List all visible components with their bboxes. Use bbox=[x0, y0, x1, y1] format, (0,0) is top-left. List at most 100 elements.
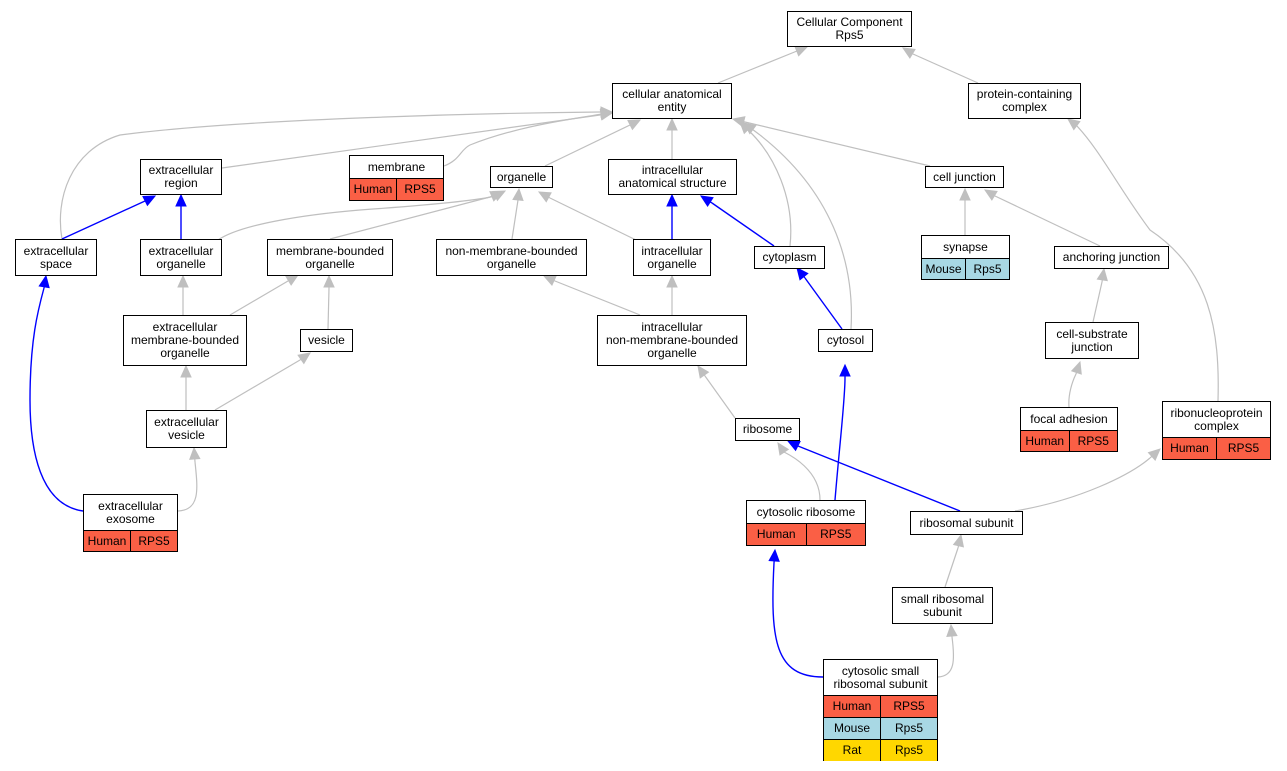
node-organelle[interactable]: organelle bbox=[490, 166, 553, 188]
edge-exves-vesicle-tail bbox=[299, 358, 302, 361]
edge-vesicle-mbo-arrowhead bbox=[323, 274, 335, 288]
node-extracellular-organelle[interactable]: extracellular organelle bbox=[140, 239, 222, 276]
edge-organelle-cae bbox=[544, 124, 631, 167]
edge-intorg-organelle-tail bbox=[548, 196, 551, 199]
species-cell: Mouse bbox=[922, 259, 965, 279]
node-ribosome[interactable]: ribosome bbox=[735, 418, 800, 441]
node-membrane[interactable]: membrane bbox=[349, 155, 444, 178]
edge-ribsub-ribosome-arrowhead bbox=[786, 440, 801, 452]
node-small-ribosomal-subunit[interactable]: small ribosomal subunit bbox=[892, 587, 993, 624]
edge-cssu-smallsub-arrowhead bbox=[946, 623, 958, 637]
edge-smallsub-ribsub-arrowhead bbox=[952, 533, 965, 548]
node-label: ribonucleoprotein complex bbox=[1170, 405, 1263, 433]
edge-intnmbo-intorg-arrowhead bbox=[666, 274, 678, 288]
edge-intorg-organelle bbox=[549, 197, 637, 241]
species-cell: Human bbox=[824, 696, 880, 717]
node-vesicle[interactable]: vesicle bbox=[300, 329, 353, 352]
species-cell: Human bbox=[1021, 431, 1069, 451]
edge-cytoplasm-ias-arrowhead bbox=[699, 195, 714, 208]
node-cytosolic-ribosome[interactable]: cytosolic ribosome bbox=[746, 500, 866, 523]
edge-rnp-pcc-arrowhead bbox=[1067, 118, 1081, 131]
node-label: extracellular membrane-bounded organelle bbox=[130, 320, 240, 360]
node-label: focal adhesion bbox=[1030, 411, 1108, 426]
node-cytosolic-small-ribosomal-subunit[interactable]: cytosolic small ribosomal subunit bbox=[823, 659, 938, 695]
edge-exves-vesicle bbox=[214, 359, 301, 411]
node-cellular-anatomical-entity[interactable]: cellular anatomical entity bbox=[612, 83, 732, 119]
node-label: extracellular organelle bbox=[148, 243, 214, 271]
node-cell-substrate-junction[interactable]: cell-substrate junction bbox=[1045, 322, 1139, 359]
edge-ribsub-rnp bbox=[1014, 457, 1151, 512]
node-extracellular-membrane-bounded-organelle[interactable]: extracellular membrane-bounded organelle bbox=[123, 315, 247, 366]
edge-rnp-pcc bbox=[1075, 124, 1219, 402]
species-cell: Mouse bbox=[824, 718, 880, 739]
node-label: cytosolic small ribosomal subunit bbox=[833, 663, 928, 691]
node-cellular-component-root[interactable]: Cellular Component Rps5 bbox=[787, 11, 912, 47]
edge-anchoring-celljunction bbox=[994, 195, 1101, 247]
node-label: cell junction bbox=[933, 169, 996, 184]
species-cell: Human bbox=[350, 179, 396, 200]
edge-ribsub-rnp-tail bbox=[1149, 455, 1153, 459]
edge-smallsub-ribsub bbox=[944, 547, 959, 588]
node-protein-containing-complex[interactable]: protein-containing complex bbox=[968, 83, 1081, 119]
node-intracellular-anatomical-structure[interactable]: intracellular anatomical structure bbox=[608, 159, 737, 195]
node-focal-adhesion[interactable]: focal adhesion bbox=[1020, 407, 1118, 430]
gene-cell: RPS5 bbox=[1068, 431, 1117, 451]
node-label: membrane bbox=[367, 159, 426, 174]
gene-cell: RPS5 bbox=[396, 179, 443, 200]
node-label: synapse bbox=[943, 239, 988, 254]
node-non-membrane-bounded-organelle[interactable]: non-membrane-bounded organelle bbox=[436, 239, 587, 276]
node-extracellular-region[interactable]: extracellular region bbox=[140, 159, 222, 195]
edge-cytoplasm-ias-tail bbox=[709, 201, 713, 204]
edge-cytosol-cytoplasm bbox=[804, 277, 843, 330]
node-synapse[interactable]: synapse bbox=[921, 235, 1010, 258]
node-label: cell-substrate junction bbox=[1056, 326, 1128, 354]
node-ribosomal-subunit[interactable]: ribosomal subunit bbox=[910, 511, 1023, 535]
gene-cell: RPS5 bbox=[880, 696, 937, 717]
edge-cytosol-cae-tail bbox=[752, 129, 761, 136]
edge-cytosol-cytoplasm-arrowhead bbox=[796, 267, 809, 281]
edge-focal-csj-tail bbox=[1075, 372, 1078, 375]
edge-exosome-space-arrowhead bbox=[38, 274, 50, 289]
node-label: vesicle bbox=[308, 333, 345, 347]
edge-smallsub-ribsub-tail bbox=[957, 545, 960, 549]
node-cytoplasm[interactable]: cytoplasm bbox=[754, 246, 825, 269]
edge-ribosome-intnmbo-arrowhead bbox=[697, 365, 710, 379]
node-label: anchoring junction bbox=[1062, 250, 1161, 264]
gene-cell: Rps5 bbox=[880, 740, 937, 761]
edge-cssu-cytoribo bbox=[772, 562, 824, 678]
node-anchoring-junction[interactable]: anchoring junction bbox=[1054, 246, 1169, 269]
gene-cell: Rps5 bbox=[965, 259, 1009, 279]
node-extracellular-space[interactable]: extracellular space bbox=[15, 239, 97, 276]
node-intracellular-organelle[interactable]: intracellular organelle bbox=[633, 239, 711, 276]
edge-space-region-arrowhead bbox=[142, 195, 157, 207]
gene-cell: Rps5 bbox=[880, 718, 937, 739]
node-label: extracellular space bbox=[23, 243, 89, 271]
node-label: non-membrane-bounded organelle bbox=[445, 243, 578, 271]
edge-membrane-cae bbox=[443, 113, 603, 167]
edge-cytoribo-ribosome bbox=[783, 451, 821, 501]
node-intracellular-non-membrane-bounded-organelle[interactable]: intracellular non-membrane-bounded organ… bbox=[597, 315, 747, 366]
node-label: extracellular exosome bbox=[98, 498, 163, 526]
node-label: intracellular anatomical structure bbox=[618, 163, 727, 190]
edge-space-region bbox=[61, 200, 146, 240]
node-label: intracellular organelle bbox=[641, 243, 703, 271]
node-extracellular-vesicle[interactable]: extracellular vesicle bbox=[146, 410, 227, 448]
node-label: cytosolic ribosome bbox=[756, 504, 856, 519]
edge-mbo-organelle-tail bbox=[489, 195, 493, 198]
edge-intorg-organelle-arrowhead bbox=[537, 191, 552, 203]
edge-membrane-cae-arrowhead bbox=[599, 108, 614, 120]
node-label: ribosome bbox=[742, 422, 793, 436]
node-label: intracellular non-membrane-bounded organ… bbox=[605, 320, 739, 360]
species-cell: Human bbox=[1163, 438, 1216, 459]
node-label: small ribosomal subunit bbox=[900, 591, 985, 619]
node-cytosol[interactable]: cytosol bbox=[818, 329, 873, 352]
edge-cae-root-arrowhead bbox=[794, 45, 809, 57]
node-ribonucleoprotein-complex[interactable]: ribonucleoprotein complex bbox=[1162, 401, 1271, 437]
edge-csj-anchoring bbox=[1092, 281, 1103, 323]
node-membrane-bounded-organelle[interactable]: membrane-bounded organelle bbox=[267, 239, 393, 276]
node-cell-junction[interactable]: cell junction bbox=[925, 166, 1004, 188]
node-extracellular-exosome[interactable]: extracellular exosome bbox=[83, 494, 178, 530]
